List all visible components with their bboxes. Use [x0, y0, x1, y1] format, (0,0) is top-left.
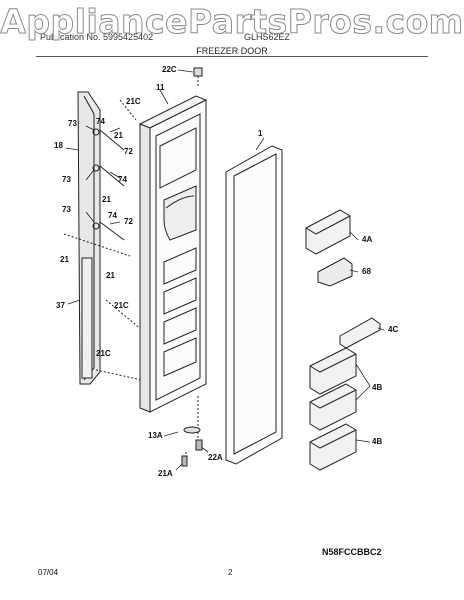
watermark-logo: AppliancePartsPros.com: [0, 2, 464, 42]
callout-4b-lower: 4B: [372, 437, 382, 446]
callout-21c-middle: 21C: [114, 301, 129, 310]
diagram-code: N58FCCBBC2: [322, 547, 382, 557]
footer-date: 07/04: [38, 568, 59, 577]
callout-72-lower: 72: [124, 217, 133, 226]
callout-21-upper: 21: [114, 131, 123, 140]
callout-72-upper: 72: [124, 147, 133, 156]
callout-74-middle: 74: [118, 175, 127, 184]
door-bin-4a: [305, 209, 351, 255]
callout-37: 37: [56, 301, 65, 310]
hinge-13a: [183, 426, 201, 434]
callout-21c-top: 21C: [126, 97, 141, 106]
door-gasket: [225, 145, 283, 465]
callout-13a: 13A: [148, 431, 163, 440]
callout-74-lower: 74: [108, 211, 117, 220]
cover-68: [317, 257, 353, 287]
leader-lines: [65, 69, 385, 471]
callout-21a: 21A: [158, 469, 173, 478]
callout-74-upper: 74: [96, 117, 105, 126]
screw-21a: [181, 455, 188, 467]
callout-21-middle: 21: [102, 195, 111, 204]
door-bin-4b-middle: [309, 383, 357, 431]
door-bin-4b-upper: [309, 347, 357, 395]
callout-73-middle: 73: [62, 175, 71, 184]
callout-22c: 22C: [162, 65, 177, 74]
callout-4b-upper: 4B: [372, 383, 382, 392]
callout-73-upper: 73: [68, 119, 77, 128]
callout-4c: 4C: [388, 325, 398, 334]
callout-73-lower: 73: [62, 205, 71, 214]
page-number: 2: [228, 568, 233, 577]
screw-22a: [195, 439, 203, 451]
model-number: GLHS62EZ: [244, 32, 291, 42]
callout-11: 11: [156, 83, 165, 92]
callout-21-left: 21: [60, 255, 69, 264]
door-bin-4b-lower: [309, 423, 357, 471]
callout-22a: 22A: [208, 453, 223, 462]
callout-1: 1: [258, 129, 263, 138]
callout-4a: 4A: [362, 235, 372, 244]
callout-21-center: 21: [106, 271, 115, 280]
screw-74: [99, 129, 125, 241]
callout-18: 18: [54, 141, 63, 150]
callout-68: 68: [362, 267, 371, 276]
header-rule: [36, 56, 428, 57]
handle-trim-37: [81, 257, 93, 379]
section-title: FREEZER DOOR: [196, 46, 268, 56]
publication-number: Publication No. 5995425402: [40, 32, 154, 42]
door-bin-4c: [339, 317, 381, 349]
screw-22c: [193, 67, 203, 86]
callout-21c-bottom: 21C: [96, 349, 111, 358]
door-panel: [138, 95, 208, 413]
